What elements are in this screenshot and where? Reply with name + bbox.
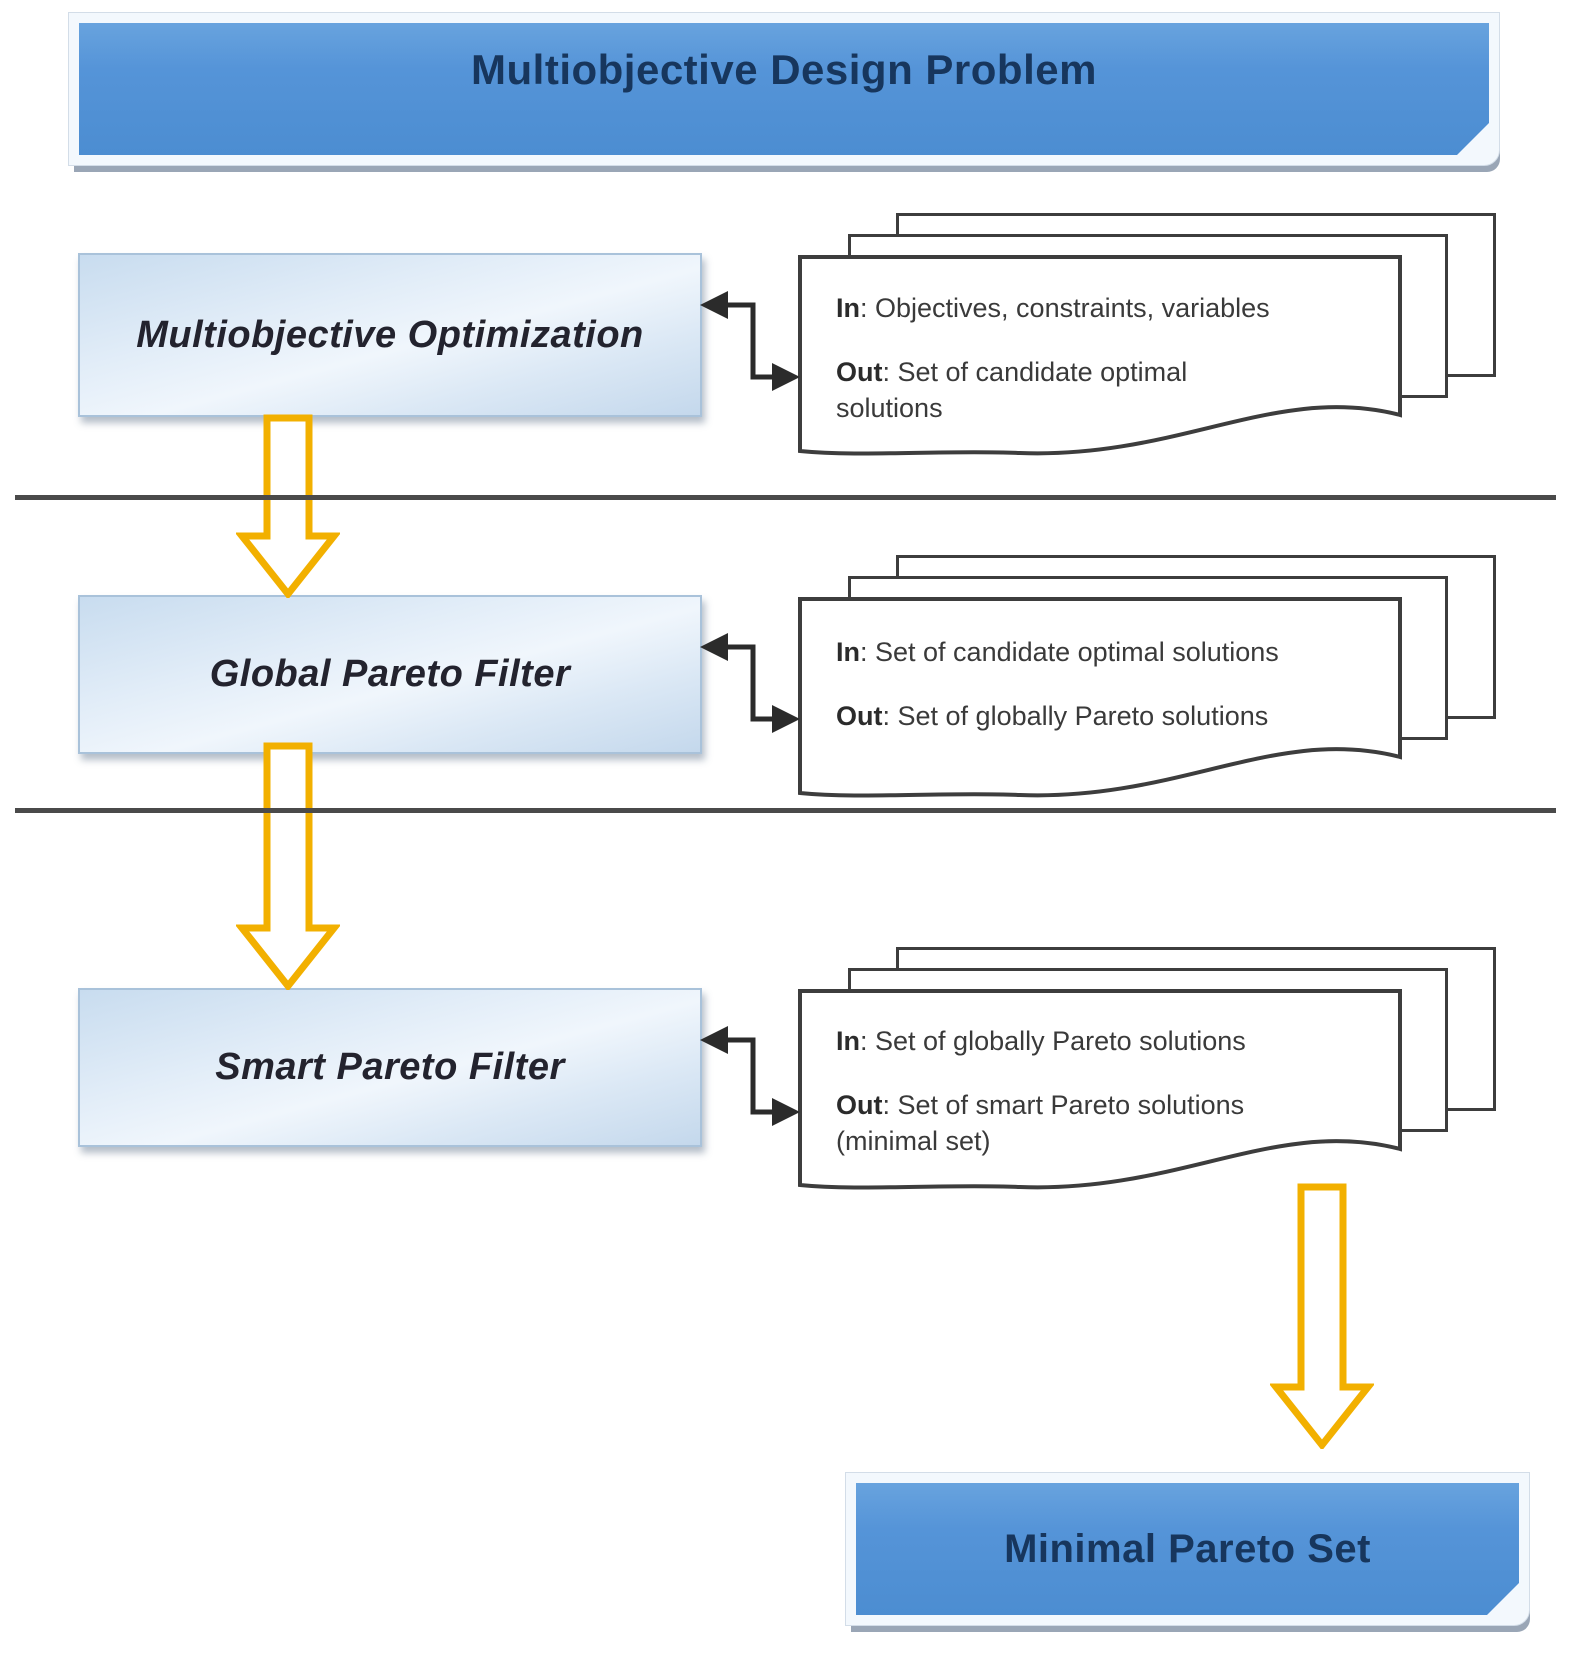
section-divider bbox=[15, 495, 1556, 500]
in-label: In bbox=[836, 1026, 860, 1056]
arrowhead-right-icon bbox=[772, 363, 800, 391]
document-front-page bbox=[798, 989, 1402, 1190]
process-label: Global Pareto Filter bbox=[209, 653, 571, 695]
doc-in-line: In: Set of globally Pareto solutions bbox=[836, 1023, 1396, 1059]
doc-out-line: Out: Set of candidate optimal solutions bbox=[836, 354, 1396, 426]
elbow-connector-icon bbox=[726, 1037, 774, 1115]
down-arrow-icon bbox=[236, 414, 340, 598]
document-front-page bbox=[798, 255, 1402, 456]
arrowhead-right-icon bbox=[772, 1098, 800, 1126]
elbow-connector-icon bbox=[726, 644, 774, 722]
document-text: In: Objectives, constraints, variables O… bbox=[836, 290, 1396, 426]
in-text: : Objectives, constraints, variables bbox=[860, 293, 1270, 323]
doc-out-line: Out: Set of smart Pareto solutions (mini… bbox=[836, 1087, 1396, 1159]
out-label: Out bbox=[836, 357, 883, 387]
arrowhead-left-icon bbox=[700, 1026, 728, 1054]
process-label: Smart Pareto Filter bbox=[215, 1046, 565, 1088]
header-box: Multiobjective Design Problem bbox=[68, 12, 1500, 166]
out-label: Out bbox=[836, 1090, 883, 1120]
folded-corner-icon bbox=[1486, 1582, 1520, 1616]
document-front-page bbox=[798, 597, 1402, 798]
arrowhead-left-icon bbox=[700, 633, 728, 661]
out-label: Out bbox=[836, 701, 883, 731]
arrowhead-right-icon bbox=[772, 705, 800, 733]
doc-in-line: In: Set of candidate optimal solutions bbox=[836, 634, 1396, 670]
out-text-line2: (minimal set) bbox=[836, 1126, 991, 1156]
in-text: : Set of globally Pareto solutions bbox=[860, 1026, 1246, 1056]
down-arrow-icon bbox=[236, 742, 340, 990]
in-text: : Set of candidate optimal solutions bbox=[860, 637, 1279, 667]
out-text-line2: solutions bbox=[836, 393, 943, 423]
header-title: Multiobjective Design Problem bbox=[471, 46, 1097, 93]
final-box-fill: Minimal Pareto Set bbox=[856, 1483, 1520, 1616]
out-text: : Set of globally Pareto solutions bbox=[882, 701, 1269, 731]
document-text: In: Set of candidate optimal solutions O… bbox=[836, 634, 1396, 734]
section-divider bbox=[15, 808, 1556, 813]
in-label: In bbox=[836, 637, 860, 667]
process-box-global-pareto-filter: Global Pareto Filter bbox=[78, 595, 702, 754]
doc-in-line: In: Objectives, constraints, variables bbox=[836, 290, 1396, 326]
document-text: In: Set of globally Pareto solutions Out… bbox=[836, 1023, 1396, 1159]
process-box-smart-pareto-filter: Smart Pareto Filter bbox=[78, 988, 702, 1147]
in-label: In bbox=[836, 293, 860, 323]
final-box: Minimal Pareto Set bbox=[845, 1472, 1530, 1626]
header-box-fill: Multiobjective Design Problem bbox=[79, 23, 1490, 156]
process-label: Multiobjective Optimization bbox=[136, 313, 644, 356]
final-box-label: Minimal Pareto Set bbox=[1004, 1526, 1371, 1571]
arrowhead-left-icon bbox=[700, 291, 728, 319]
elbow-connector-icon bbox=[726, 302, 774, 380]
doc-out-line: Out: Set of globally Pareto solutions bbox=[836, 698, 1396, 734]
folded-corner-icon bbox=[1456, 122, 1490, 156]
out-text: : Set of smart Pareto solutions bbox=[882, 1090, 1245, 1120]
down-arrow-icon bbox=[1270, 1183, 1374, 1449]
process-box-multiobjective-optimization: Multiobjective Optimization bbox=[78, 253, 702, 417]
out-text: : Set of candidate optimal bbox=[882, 357, 1188, 387]
